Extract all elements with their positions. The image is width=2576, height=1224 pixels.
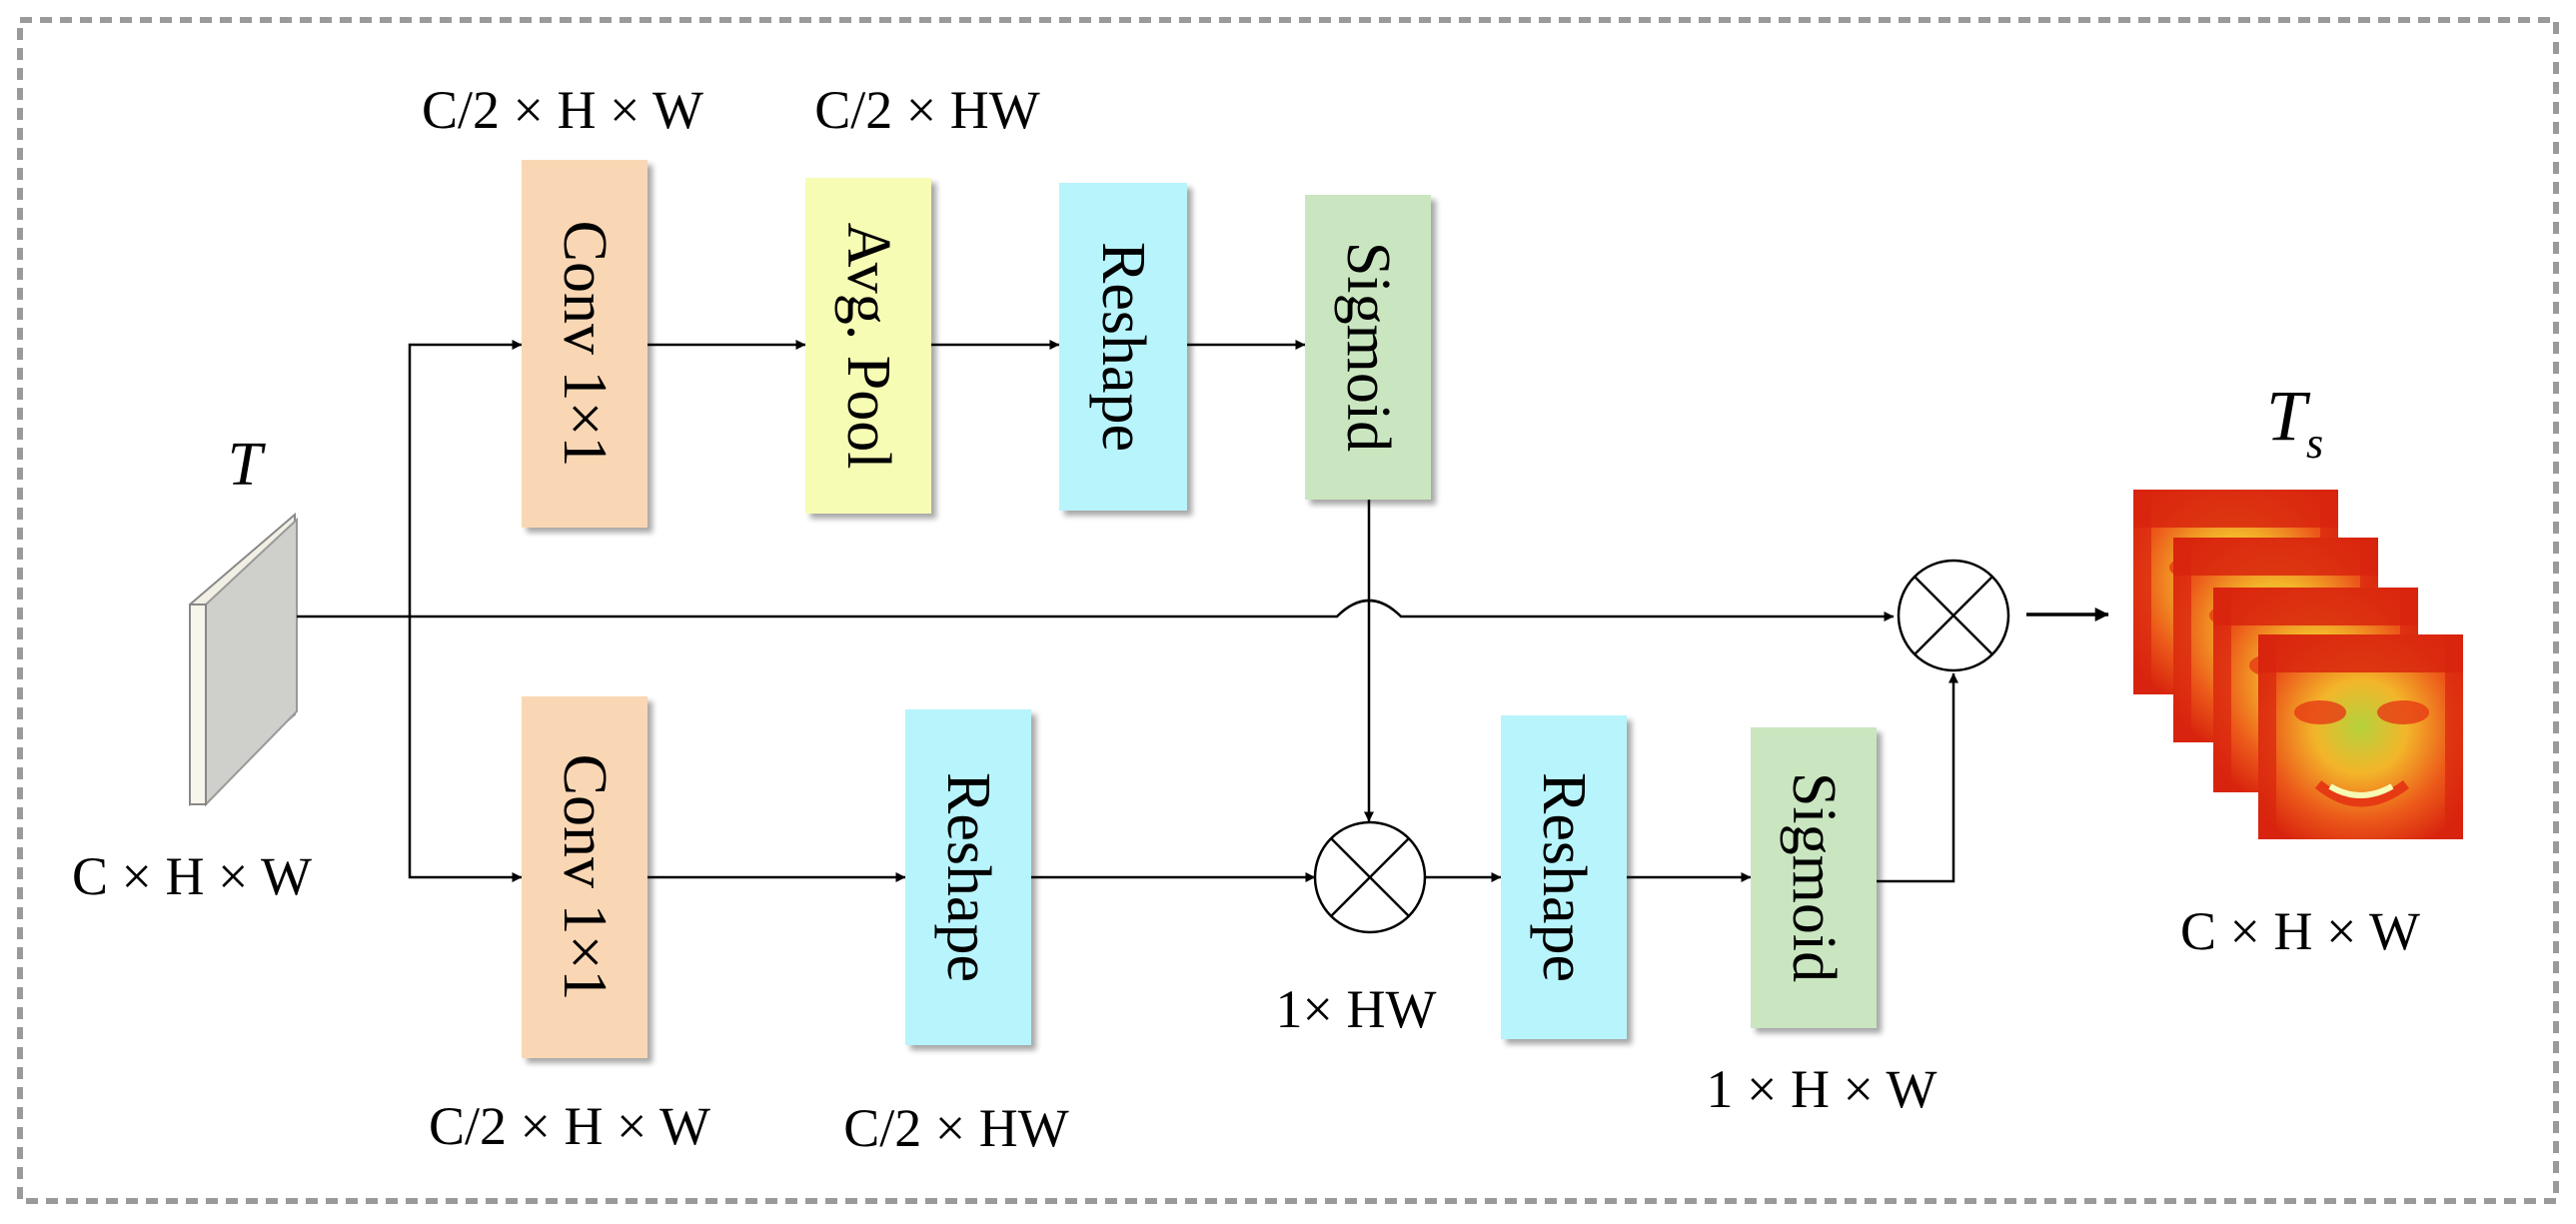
output-symbol: Ts (2266, 376, 2323, 468)
bottom-reshape-1-dims: C/2 × HW (843, 1098, 1068, 1158)
top-sigmoid-label: Sigmoid (1334, 242, 1402, 452)
avg-pool-dims: C/2 × HW (814, 80, 1039, 140)
top-sigmoid-block (1305, 195, 1431, 500)
bottom-sigmoid-dims: 1 × H × W (1707, 1059, 1937, 1119)
bottom-conv-dims: C/2 × H × W (429, 1096, 710, 1156)
bottom-sigmoid-label: Sigmoid (1780, 772, 1848, 982)
multiply-dims: 1× HW (1276, 979, 1437, 1039)
top-reshape-label: Reshape (1089, 242, 1157, 452)
top-conv-dims: C/2 × H × W (422, 80, 703, 140)
bottom-reshape-1-block (905, 709, 1031, 1045)
input-tensor (189, 512, 298, 807)
top-reshape-block (1059, 183, 1187, 511)
output-heatmap-stack (2133, 490, 2463, 839)
bottom-conv-block (522, 696, 647, 1058)
top-conv-label: Conv 1×1 (551, 221, 619, 468)
top-conv-block (522, 160, 647, 528)
avg-pool-block (805, 178, 931, 514)
connectors (297, 340, 2109, 883)
outer-frame (17, 17, 2559, 1204)
bottom-reshape-1-label: Reshape (934, 772, 1002, 982)
multiply-operator-bottom (1313, 820, 1427, 934)
bottom-reshape-2-block (1501, 715, 1627, 1039)
input-dims: C × H × W (72, 846, 312, 906)
input-symbol: T (228, 431, 267, 499)
multiply-operator-output (1897, 559, 2010, 672)
avg-pool-label: Avg. Pool (834, 223, 902, 470)
output-dims: C × H × W (2180, 901, 2420, 961)
bottom-conv-label: Conv 1×1 (551, 754, 619, 1001)
bottom-reshape-2-label: Reshape (1530, 772, 1598, 982)
bottom-sigmoid-block (1751, 727, 1877, 1028)
